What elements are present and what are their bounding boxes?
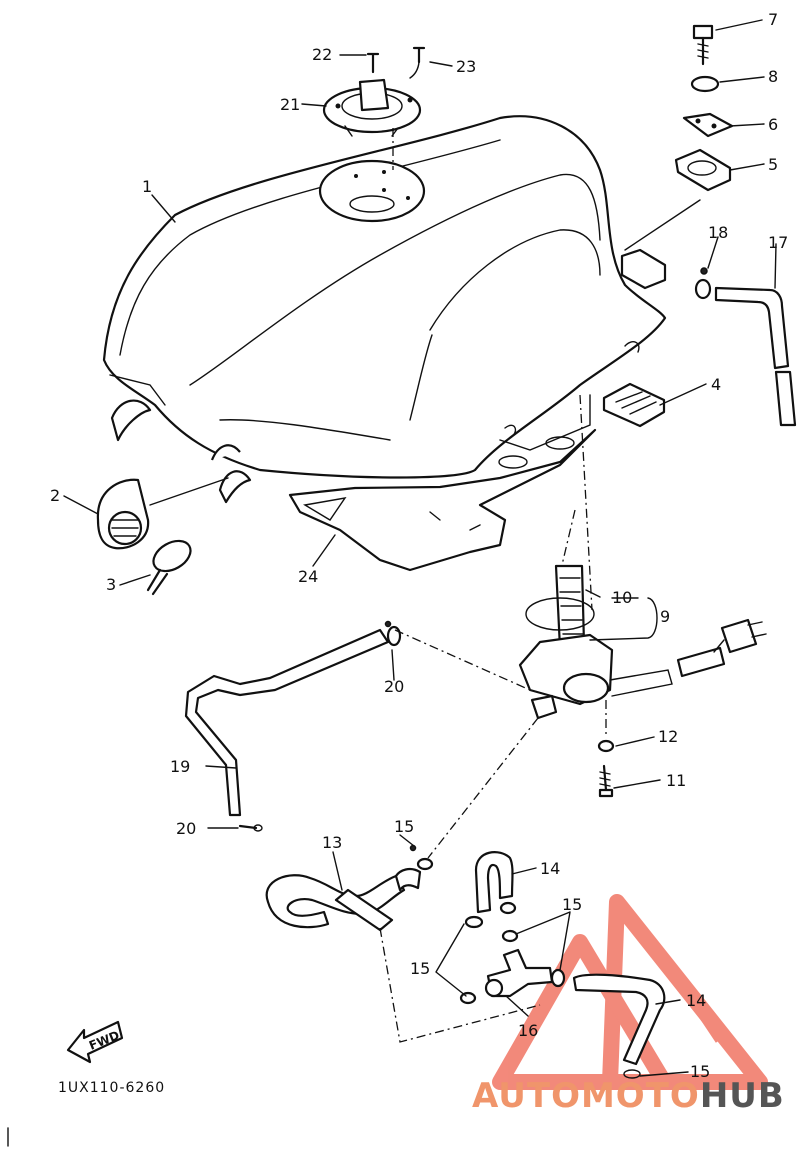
rubber-damper	[602, 382, 666, 428]
label-15b: 15	[562, 895, 582, 914]
label-15d: 15	[690, 1062, 710, 1081]
label-18: 18	[708, 223, 728, 242]
fuel-tank	[102, 115, 667, 504]
label-20a: 20	[384, 677, 404, 696]
label-15c: 15	[410, 959, 430, 978]
label-13: 13	[322, 833, 342, 852]
overflow-hose	[184, 620, 402, 832]
label-14b: 14	[686, 991, 706, 1010]
base-plate	[288, 428, 597, 572]
svg-text:AUTOMOTOHUB: AUTOMOTOHUB	[472, 1076, 785, 1116]
side-cap	[96, 477, 229, 550]
label-15a: 15	[394, 817, 414, 836]
label-24: 24	[298, 567, 318, 586]
watermark-part2: HUB	[700, 1076, 785, 1116]
forward-arrow: FWD	[66, 1020, 124, 1064]
diagram-code: 1UX110-6260	[58, 1080, 165, 1096]
connector-lines	[379, 128, 607, 1043]
callout-labels: 1 2 3 4 5 6 7 8 9 10 11 12 13 14 14 15 1…	[50, 10, 788, 1081]
label-22: 22	[312, 45, 332, 64]
label-3: 3	[106, 575, 116, 594]
label-2: 2	[50, 486, 60, 505]
watermark-text: AUTOMOTOHUB	[472, 1076, 785, 1116]
mount-hardware	[620, 24, 734, 290]
washer-bolt	[597, 739, 615, 798]
breather-hose	[694, 267, 797, 427]
label-17: 17	[768, 233, 788, 252]
label-4: 4	[711, 375, 721, 394]
label-5: 5	[768, 155, 778, 174]
label-9: 9	[660, 607, 670, 626]
hose-clamp-3	[146, 539, 192, 596]
label-1: 1	[142, 177, 152, 196]
label-23: 23	[456, 57, 476, 76]
label-19: 19	[170, 757, 190, 776]
drain-hoses	[265, 844, 666, 1079]
label-21: 21	[280, 95, 300, 114]
leader-lines	[63, 19, 777, 1077]
watermark-part1: AUTOMOTO	[472, 1076, 700, 1116]
label-6: 6	[768, 115, 778, 134]
fuel-cock	[518, 564, 767, 720]
label-10: 10	[612, 588, 632, 607]
label-7: 7	[768, 10, 778, 29]
label-12: 12	[658, 727, 678, 746]
label-14a: 14	[540, 859, 560, 878]
screws-22-23	[366, 46, 426, 79]
label-16: 16	[518, 1021, 538, 1040]
label-8: 8	[768, 67, 778, 86]
label-11: 11	[666, 771, 686, 790]
filler-cap	[322, 78, 422, 137]
label-20b: 20	[176, 819, 196, 838]
